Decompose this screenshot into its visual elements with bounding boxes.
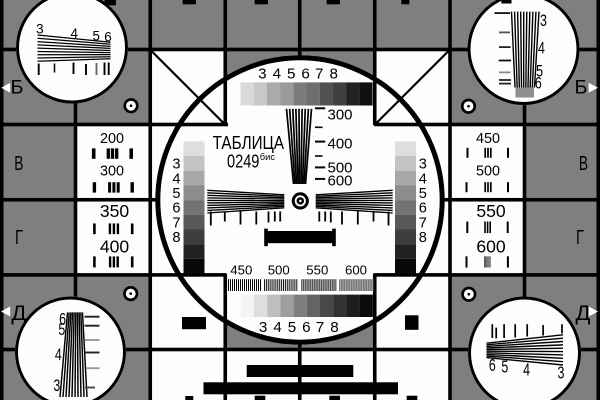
svg-text:Д: Д <box>11 301 26 324</box>
svg-text:Г: Г <box>15 226 23 249</box>
svg-text:6: 6 <box>59 311 66 329</box>
svg-text:5: 5 <box>288 319 296 336</box>
svg-text:350: 350 <box>100 201 130 221</box>
svg-text:6: 6 <box>419 201 427 217</box>
svg-text:ТАБЛИЦА: ТАБЛИЦА <box>213 132 285 153</box>
svg-text:6: 6 <box>302 319 310 336</box>
svg-text:0249: 0249 <box>227 152 259 172</box>
svg-text:3: 3 <box>172 157 180 173</box>
svg-text:5: 5 <box>536 63 543 81</box>
svg-text:7: 7 <box>172 215 180 231</box>
svg-text:5: 5 <box>287 66 295 83</box>
svg-text:3: 3 <box>53 378 60 396</box>
svg-text:8: 8 <box>172 230 180 246</box>
svg-text:6: 6 <box>104 30 111 45</box>
svg-text:Б: Б <box>11 77 24 99</box>
svg-text:бис: бис <box>260 152 276 162</box>
svg-text:300: 300 <box>328 106 353 123</box>
svg-text:3: 3 <box>258 66 266 83</box>
svg-text:5: 5 <box>58 322 65 340</box>
svg-text:300: 300 <box>100 164 124 180</box>
svg-text:7: 7 <box>315 66 323 83</box>
svg-text:7: 7 <box>316 319 324 336</box>
svg-text:600: 600 <box>345 263 367 278</box>
svg-text:550: 550 <box>306 263 328 278</box>
svg-text:600: 600 <box>476 237 506 257</box>
svg-text:4: 4 <box>55 346 62 364</box>
svg-text:8: 8 <box>329 66 337 83</box>
svg-text:6: 6 <box>172 201 180 217</box>
svg-text:6: 6 <box>301 66 309 83</box>
svg-text:5: 5 <box>172 186 180 202</box>
svg-text:3: 3 <box>259 319 267 336</box>
svg-text:550: 550 <box>476 201 506 221</box>
svg-text:Д: Д <box>575 301 590 324</box>
svg-text:4: 4 <box>538 40 545 58</box>
svg-text:5: 5 <box>92 28 99 43</box>
svg-text:8: 8 <box>330 319 338 336</box>
svg-text:4: 4 <box>70 26 78 41</box>
svg-text:В: В <box>14 151 23 174</box>
svg-text:3: 3 <box>540 13 547 31</box>
svg-text:4: 4 <box>523 360 530 380</box>
svg-text:6: 6 <box>489 356 496 376</box>
svg-text:3: 3 <box>557 363 564 383</box>
svg-text:В: В <box>579 151 588 174</box>
svg-text:200: 200 <box>100 131 124 147</box>
svg-text:500: 500 <box>476 164 500 180</box>
svg-text:8: 8 <box>419 230 427 246</box>
svg-text:400: 400 <box>328 135 353 152</box>
svg-text:4: 4 <box>273 66 281 83</box>
svg-text:500: 500 <box>268 263 290 278</box>
svg-text:5: 5 <box>501 358 508 378</box>
svg-text:Б: Б <box>575 77 588 99</box>
svg-text:400: 400 <box>100 237 130 257</box>
svg-text:3: 3 <box>419 157 427 173</box>
svg-text:3: 3 <box>36 22 43 37</box>
svg-text:500: 500 <box>328 159 353 176</box>
svg-text:450: 450 <box>476 131 500 147</box>
svg-text:4: 4 <box>419 171 427 187</box>
svg-text:7: 7 <box>419 215 427 231</box>
svg-text:Г: Г <box>576 226 584 249</box>
svg-text:450: 450 <box>230 263 252 278</box>
svg-text:4: 4 <box>273 319 281 336</box>
svg-text:5: 5 <box>419 186 427 202</box>
svg-text:600: 600 <box>328 172 353 189</box>
svg-text:6: 6 <box>535 75 542 93</box>
svg-text:4: 4 <box>172 171 180 187</box>
